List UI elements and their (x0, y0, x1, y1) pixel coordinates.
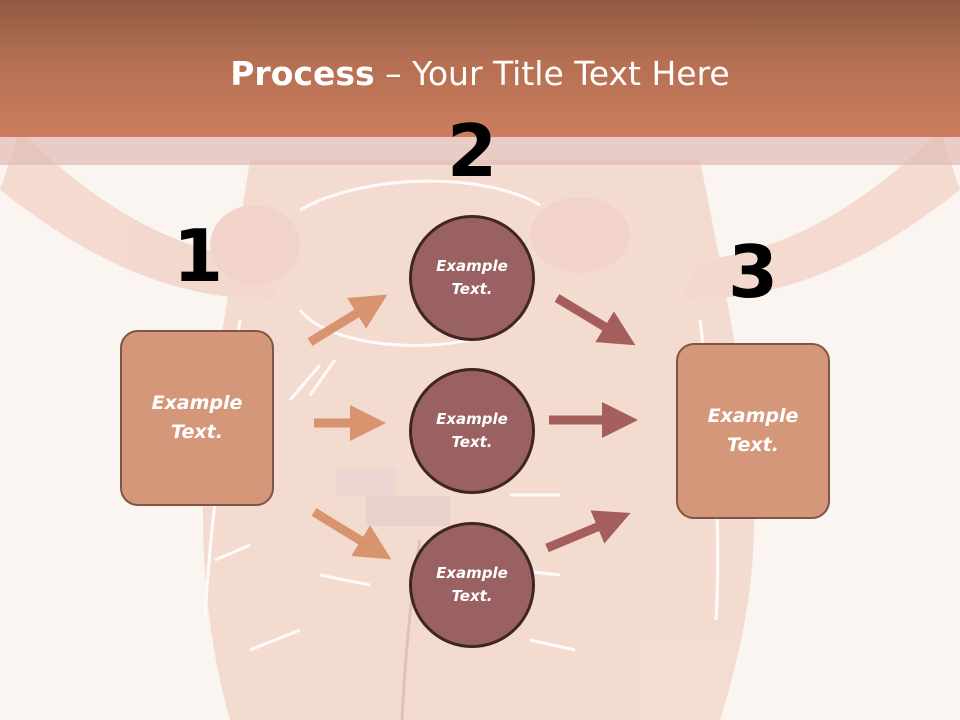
step-number-1: 1 (172, 214, 224, 298)
title-bold-part: Process (230, 54, 375, 93)
step-1-box: Example Text. (120, 330, 274, 506)
arrow-1-to-2-top (307, 294, 388, 346)
step-3-text: Example Text. (707, 405, 799, 456)
step-2-text-middle: Example Text. (436, 410, 508, 451)
step-2-text-bottom: Example Text. (436, 564, 508, 605)
title-banner (0, 0, 960, 137)
step-2-circle-top: Example Text. (409, 215, 535, 341)
step-number-3: 3 (727, 230, 779, 314)
step-3-box: Example Text. (676, 343, 830, 519)
title-underline-strip (0, 137, 960, 165)
step-number-2: 2 (446, 109, 498, 193)
arrow-2-to-3-bottom (545, 510, 631, 553)
slide-title: Process – Your Title Text Here (0, 52, 960, 96)
step-1-text: Example Text. (151, 392, 243, 443)
step-2-text-top: Example Text. (436, 257, 508, 298)
step-2-circle-middle: Example Text. (409, 368, 535, 494)
title-rest-part: – Your Title Text Here (374, 54, 730, 93)
arrow-1-to-2-bottom (311, 508, 392, 560)
step-2-circle-bottom: Example Text. (409, 522, 535, 648)
arrow-2-to-3-top (554, 294, 636, 346)
